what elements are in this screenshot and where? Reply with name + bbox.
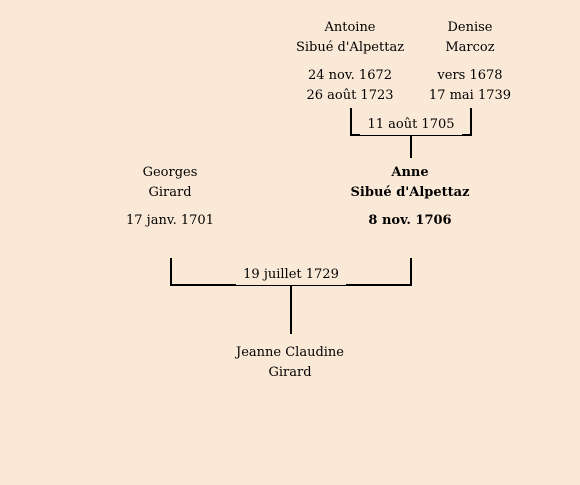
marriage-line-antoine-denise bbox=[350, 134, 472, 136]
marriage-date-georges-anne: 19 juillet 1729 bbox=[236, 265, 346, 285]
person-anne[interactable]: Anne Sibué d'Alpettaz 8 nov. 1706 bbox=[330, 163, 490, 231]
person-anne-last-name: Sibué d'Alpettaz bbox=[350, 185, 470, 200]
person-denise-last-name: Marcoz bbox=[445, 40, 495, 55]
person-georges[interactable]: Georges Girard 17 janv. 1701 bbox=[90, 163, 250, 231]
marriage-date-antoine-denise: 11 août 1705 bbox=[360, 115, 462, 135]
person-antoine-death: 26 août 1723 bbox=[306, 88, 394, 103]
person-antoine[interactable]: Antoine Sibué d'Alpettaz 24 nov. 1672 26… bbox=[270, 18, 430, 106]
person-antoine-birth: 24 nov. 1672 bbox=[307, 68, 393, 83]
person-georges-birth: 17 janv. 1701 bbox=[126, 213, 214, 228]
marriage-line-georges-anne bbox=[170, 284, 412, 286]
person-jeanne-first-name: Jeanne Claudine bbox=[236, 345, 344, 360]
person-jeanne[interactable]: Jeanne Claudine Girard bbox=[210, 343, 370, 383]
connector-georges-down bbox=[170, 258, 172, 286]
person-denise[interactable]: Denise Marcoz vers 1678 17 mai 1739 bbox=[390, 18, 550, 106]
person-anne-first-name: Anne bbox=[391, 165, 429, 180]
connector-denise-down bbox=[470, 108, 472, 136]
person-antoine-first-name: Antoine bbox=[324, 20, 376, 35]
connector-anne-down bbox=[410, 258, 412, 286]
connector-to-anne bbox=[410, 136, 412, 158]
person-antoine-last-name: Sibué d'Alpettaz bbox=[295, 40, 405, 55]
person-georges-first-name: Georges bbox=[142, 165, 198, 180]
person-denise-birth: vers 1678 bbox=[437, 68, 503, 83]
connector-to-jeanne bbox=[290, 286, 292, 334]
person-denise-death: 17 mai 1739 bbox=[428, 88, 512, 103]
connector-antoine-down bbox=[350, 108, 352, 136]
person-anne-birth: 8 nov. 1706 bbox=[368, 213, 452, 228]
person-georges-last-name: Girard bbox=[148, 185, 192, 200]
person-denise-first-name: Denise bbox=[447, 20, 493, 35]
person-jeanne-last-name: Girard bbox=[268, 365, 312, 380]
